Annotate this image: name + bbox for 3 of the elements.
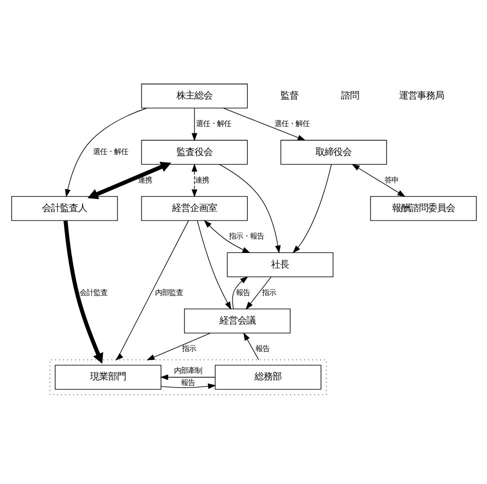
label: 運営事務局 — [398, 90, 444, 102]
label: 監督 — [280, 90, 298, 102]
label: 諮問 — [340, 90, 358, 102]
